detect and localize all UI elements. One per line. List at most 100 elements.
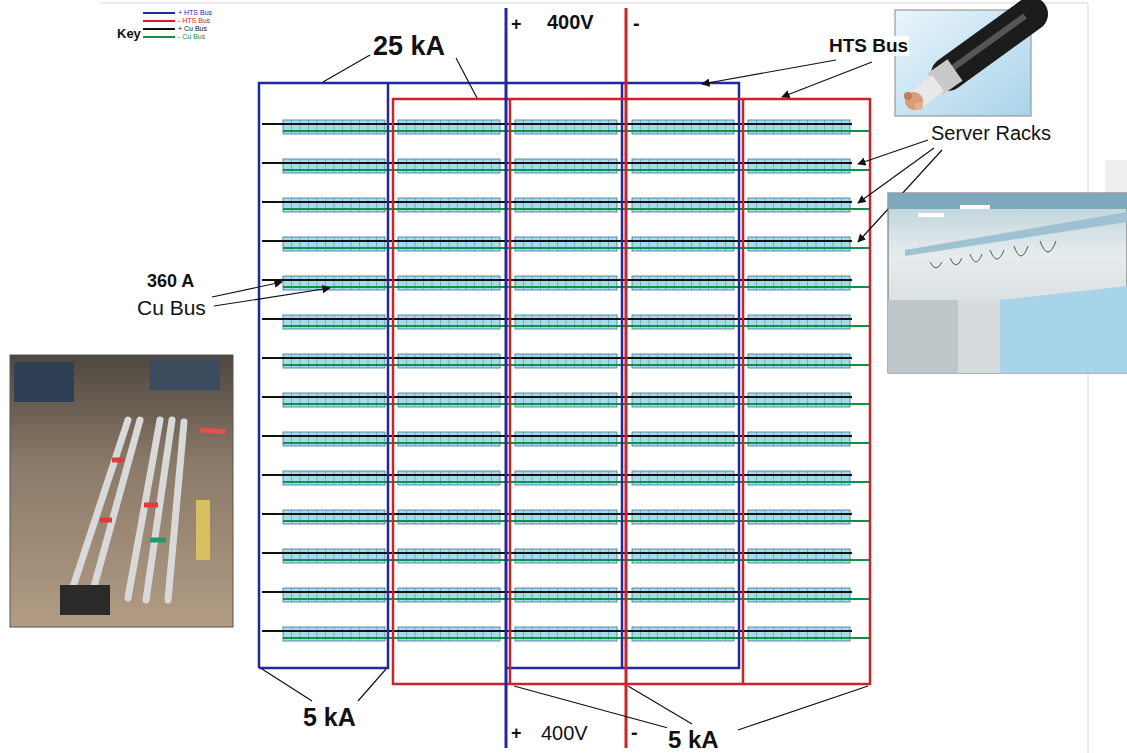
part-label: HTS Bus xyxy=(828,36,909,56)
rack-row xyxy=(262,198,870,212)
part-label: Cu Bus xyxy=(136,297,207,319)
cu-plus-bus xyxy=(262,396,852,398)
page-frame xyxy=(1088,3,1089,753)
cable-copper xyxy=(915,102,923,110)
hts-plus-loop xyxy=(259,83,739,668)
cu-plus-bus xyxy=(262,162,852,164)
server-rack-rows xyxy=(262,120,870,641)
drop-cables xyxy=(930,241,1056,268)
cu-plus-bus xyxy=(262,630,852,632)
rack-row xyxy=(262,159,870,173)
cu-minus-bus xyxy=(283,169,870,171)
leader-line xyxy=(738,686,868,730)
cu-plus-bus xyxy=(262,591,852,593)
rack-row xyxy=(262,510,870,524)
cu-minus-bus xyxy=(283,559,870,561)
cu-minus-bus xyxy=(283,520,870,522)
rack-row xyxy=(262,393,870,407)
hts-minus-loop xyxy=(393,99,870,684)
cable-jacket xyxy=(948,14,1031,74)
rack-cabinet xyxy=(888,300,958,373)
cu-plus-bus xyxy=(262,552,852,554)
rack-cabinet xyxy=(1000,286,1127,373)
cu-minus-bus xyxy=(283,130,870,132)
polarity-sign: - xyxy=(632,13,641,34)
leader-line xyxy=(456,58,477,98)
legend-text: - Cu Bus xyxy=(178,33,205,41)
bus-bar-photo xyxy=(10,355,233,627)
cu-plus-bus xyxy=(262,201,852,203)
leader-arrow xyxy=(702,60,836,84)
background-machine xyxy=(14,362,74,402)
hts-plus-loop xyxy=(621,83,624,668)
legend-swatch xyxy=(143,36,175,38)
page-frame xyxy=(100,3,1088,4)
hts-plus-loop xyxy=(259,83,739,668)
cable-copper xyxy=(905,92,923,110)
leader-line xyxy=(262,669,312,701)
cu-plus-bus xyxy=(262,279,852,281)
hts-minus-loop xyxy=(509,99,512,684)
bus-bar xyxy=(128,420,160,598)
leader-arrow xyxy=(212,282,282,297)
leader-line xyxy=(628,686,692,724)
cu-minus-bus xyxy=(283,598,870,600)
server-room-photo xyxy=(888,193,1127,373)
cable-tray xyxy=(905,212,1127,256)
cu-minus-bus xyxy=(283,403,870,405)
polarity-sign: - xyxy=(630,722,639,743)
part-label: Server Racks xyxy=(930,123,1052,144)
legend-text: - HTS Bus xyxy=(178,17,210,25)
rack-row xyxy=(262,627,870,641)
photo-edge xyxy=(1105,160,1127,195)
cu-plus-bus xyxy=(262,435,852,437)
leader-arrow xyxy=(214,288,330,306)
rack-row xyxy=(262,276,870,290)
bus-bars xyxy=(72,420,184,600)
cu-plus-bus xyxy=(262,240,852,242)
bus-mark xyxy=(150,538,166,543)
legend-swatch xyxy=(143,28,175,30)
leader-lines xyxy=(212,55,942,730)
feeder-minus xyxy=(625,8,628,748)
bus-mark xyxy=(144,503,158,508)
hts-minus-loop xyxy=(742,99,745,684)
leader-line xyxy=(358,669,386,701)
cu-minus-bus xyxy=(283,247,870,249)
cu-minus-bus xyxy=(283,286,870,288)
legend-swatch xyxy=(143,20,175,22)
rack-row xyxy=(262,237,870,251)
current-label: 360 A xyxy=(146,272,195,291)
legend-text: + Cu Bus xyxy=(178,25,207,33)
feeder-plus xyxy=(505,8,508,748)
bus-mark xyxy=(200,430,225,432)
cart xyxy=(60,585,110,615)
hts-minus-loop xyxy=(393,99,870,684)
cu-minus-bus xyxy=(283,364,870,366)
cu-plus-bus xyxy=(262,318,852,320)
aisle xyxy=(958,300,1000,373)
cu-minus-bus xyxy=(283,325,870,327)
cable-reel xyxy=(196,500,210,560)
cable-shield xyxy=(935,70,955,84)
rack-row xyxy=(262,315,870,329)
legend-swatch xyxy=(143,12,175,14)
leader-line xyxy=(323,55,370,82)
bus-mark xyxy=(112,458,124,463)
rack-row xyxy=(262,471,870,485)
polarity-sign: + xyxy=(510,724,523,743)
leader-arrow xyxy=(782,62,872,97)
cable-jacket xyxy=(950,16,1025,70)
bus-bar-photo xyxy=(10,355,233,627)
cable-copper xyxy=(904,92,912,100)
legend-heading: Key xyxy=(116,27,142,41)
cu-plus-bus xyxy=(262,357,852,359)
current-label: 25 kA xyxy=(372,32,446,60)
polarity-sign: + xyxy=(510,15,523,34)
server-room-photo xyxy=(888,193,1127,373)
cable-photo xyxy=(895,10,1031,116)
current-label: 5 kA xyxy=(302,704,357,730)
rack-row xyxy=(262,588,870,602)
